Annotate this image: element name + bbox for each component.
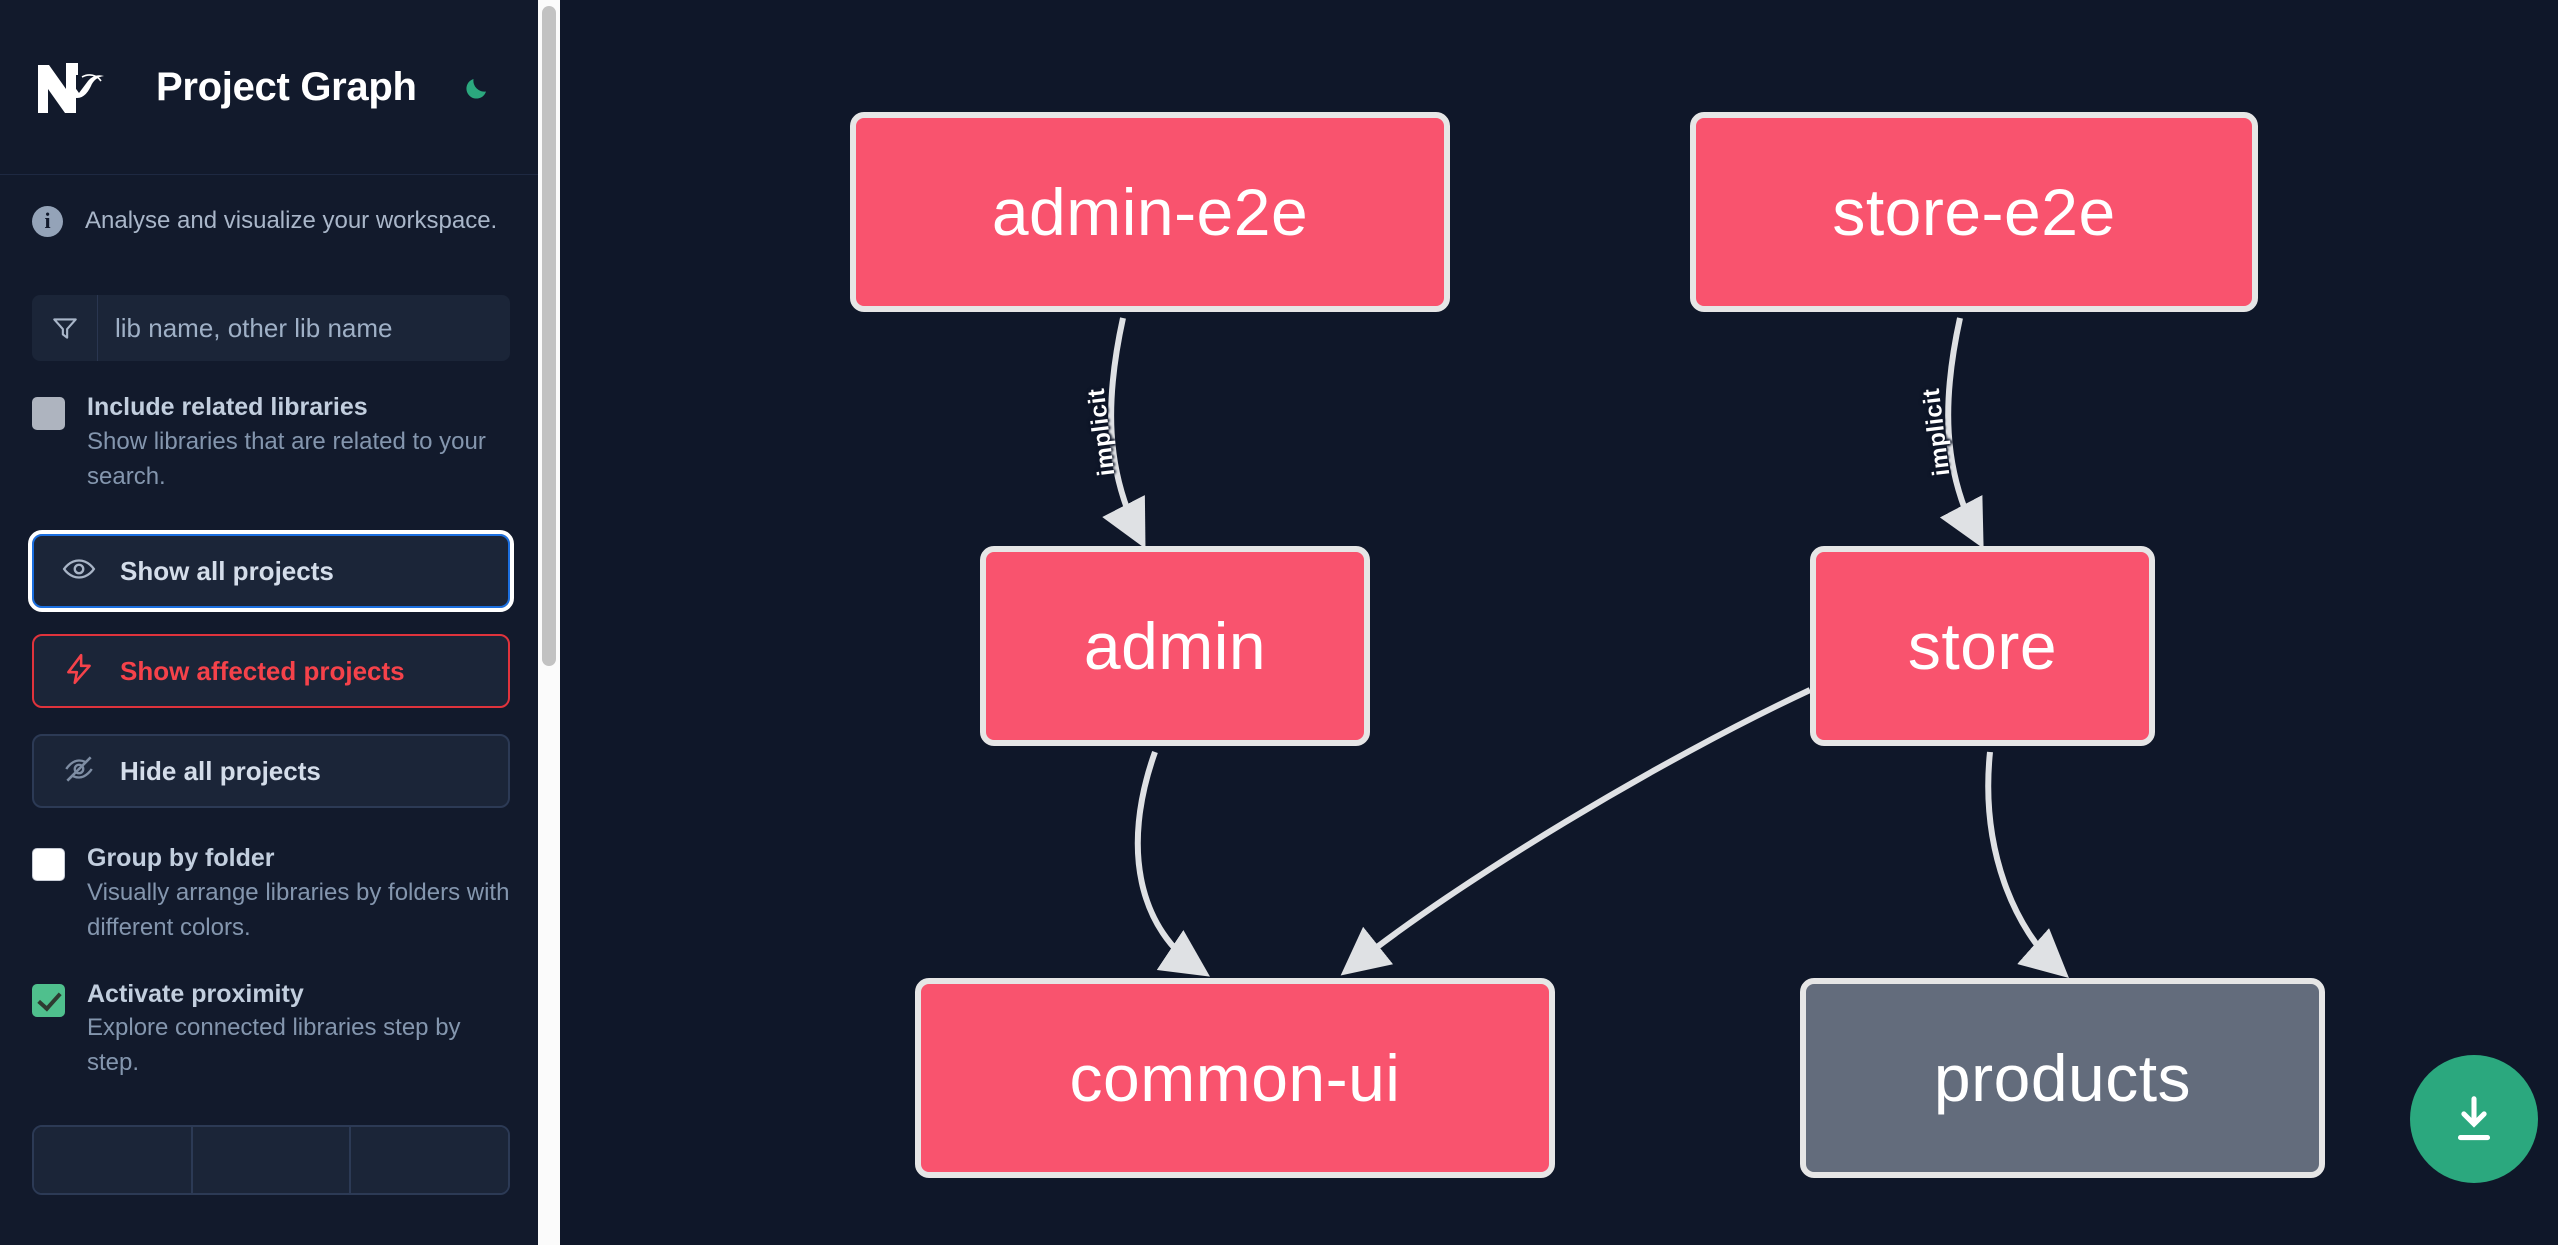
info-icon: i (32, 205, 63, 237)
sidebar-body: Include related libraries Show libraries… (0, 295, 542, 1196)
show-all-projects-label: Show all projects (120, 555, 334, 586)
node-label: common-ui (1069, 1041, 1401, 1115)
download-icon (2457, 1096, 2491, 1141)
info-glyph: i (44, 208, 51, 233)
option-description: Show libraries that are related to your … (87, 427, 486, 490)
sidebar-tagline: i Analyse and visualize your workspace. (0, 175, 542, 267)
nx-logo-icon (32, 55, 124, 119)
node-label: admin-e2e (991, 175, 1309, 249)
page-title: Project Graph (156, 64, 417, 109)
hide-all-projects-label: Hide all projects (120, 755, 321, 786)
graph-node-products[interactable]: products (1800, 978, 2325, 1178)
edge-store-to-common-ui (1340, 687, 1812, 976)
graph-node-store[interactable]: store (1810, 546, 2155, 746)
proximity-segment-2[interactable] (192, 1127, 352, 1194)
show-affected-projects-button[interactable]: Show affected projects (32, 634, 510, 709)
download-image-button[interactable] (2410, 1055, 2538, 1183)
search-bar[interactable] (32, 295, 510, 361)
graph-node-admin-e2e[interactable]: admin-e2e (850, 112, 1450, 312)
sidebar-scrollbar[interactable] (538, 0, 560, 1245)
proximity-segment-3[interactable] (351, 1127, 508, 1194)
moon-icon[interactable] (455, 64, 501, 110)
node-label: store-e2e (1832, 175, 2116, 249)
lightning-icon (62, 652, 96, 691)
graph-node-common-ui[interactable]: common-ui (915, 978, 1555, 1178)
eye-off-icon (62, 752, 96, 791)
option-description: Explore connected libraries step by step… (87, 1014, 461, 1077)
search-input[interactable] (98, 295, 510, 361)
sidebar: Project Graph i Analyse and visualize yo… (0, 0, 560, 1245)
option-label: Include related libraries (87, 393, 368, 421)
show-affected-projects-label: Show affected projects (120, 655, 405, 686)
option-text: Include related libraries Show libraries… (87, 393, 510, 494)
proximity-segment-1[interactable] (34, 1127, 193, 1194)
sidebar-scrollbar-thumb[interactable] (542, 6, 556, 666)
edge-admin-e2e-to-admin (1102, 317, 1146, 549)
eye-icon (62, 552, 96, 591)
graph-canvas[interactable]: admin-e2e store-e2e admin store common-u… (560, 0, 2558, 1245)
node-label: products (1933, 1041, 2192, 1115)
tagline-text: Analyse and visualize your workspace. (85, 207, 498, 234)
edge-store-to-products (1985, 751, 2069, 978)
sidebar-scroll-area[interactable]: Project Graph i Analyse and visualize yo… (0, 0, 560, 1245)
option-activate-proximity[interactable]: Activate proximity Explore connected lib… (32, 980, 510, 1081)
graph-edges (1102, 317, 2069, 978)
hide-all-projects-button[interactable]: Hide all projects (32, 734, 510, 809)
option-description: Visually arrange libraries by folders wi… (87, 879, 510, 941)
graph-node-admin[interactable]: admin (980, 546, 1370, 746)
proximity-step-group[interactable] (32, 1125, 510, 1196)
option-group-by-folder[interactable]: Group by folder Visually arrange librari… (32, 844, 510, 945)
filter-icon (32, 295, 98, 361)
sidebar-header: Project Graph (0, 0, 542, 175)
action-buttons: Show all projects Show affected projects (28, 530, 514, 809)
node-label: admin (1083, 609, 1267, 683)
option-label: Group by folder (87, 844, 275, 873)
node-label: store (1907, 609, 2058, 683)
option-include-related-libraries[interactable]: Include related libraries Show libraries… (32, 393, 510, 494)
option-text: Group by folder Visually arrange librari… (87, 844, 510, 945)
activate-proximity-checkbox[interactable] (32, 983, 65, 1017)
include-related-libraries-checkbox[interactable] (32, 397, 65, 430)
show-all-projects-button[interactable]: Show all projects (28, 530, 514, 613)
edge-store-e2e-to-store (1939, 317, 1984, 549)
edge-admin-to-common-ui (1134, 750, 1210, 977)
graph-node-store-e2e[interactable]: store-e2e (1690, 112, 2258, 312)
group-by-folder-checkbox[interactable] (32, 848, 65, 882)
option-text: Activate proximity Explore connected lib… (87, 980, 510, 1081)
option-label: Activate proximity (87, 979, 304, 1008)
